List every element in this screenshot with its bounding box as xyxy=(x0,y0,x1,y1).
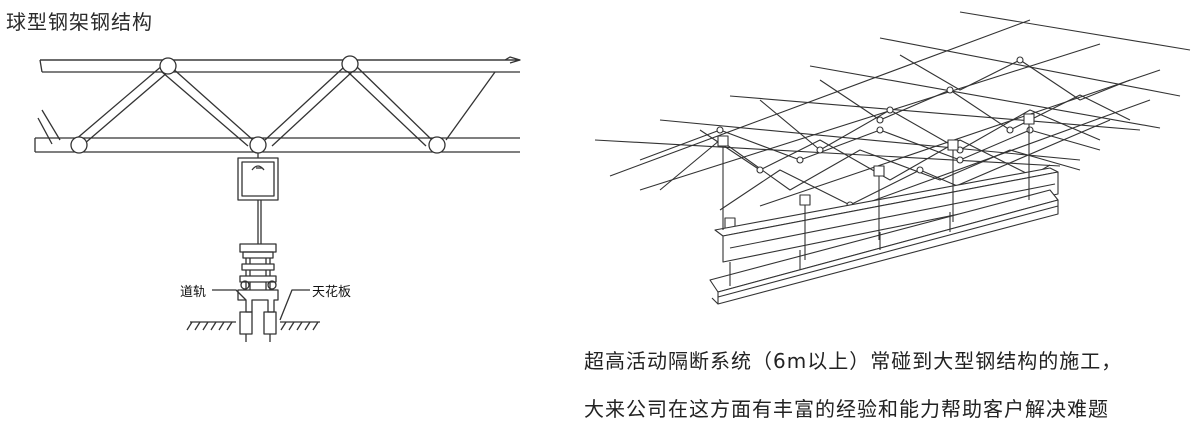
rail-carriage xyxy=(237,243,279,342)
web-diagonals xyxy=(37,64,496,147)
ball-truss-section-drawing xyxy=(34,55,521,342)
ceiling-slab xyxy=(186,321,320,331)
caption-line-1: 超高活动隔断系统（6m以上）常碰到大型钢结构的施工， xyxy=(584,349,1123,373)
ceiling-label: 天花板 xyxy=(312,285,352,300)
rail-label: 道轨 xyxy=(180,285,207,300)
hanger-assembly xyxy=(237,153,279,245)
diagram-title: 球型钢架钢结构 xyxy=(6,10,153,34)
top-chord xyxy=(39,56,521,73)
rail-beam xyxy=(709,167,1059,305)
ball-nodes xyxy=(70,55,446,154)
hanger-rods xyxy=(722,124,1030,286)
leader-lines xyxy=(212,289,310,321)
caption-line-2: 大来公司在这方面有丰富的经验和能力帮助客户解决难题 xyxy=(584,397,1109,421)
top-grid-transverse xyxy=(609,19,1161,221)
